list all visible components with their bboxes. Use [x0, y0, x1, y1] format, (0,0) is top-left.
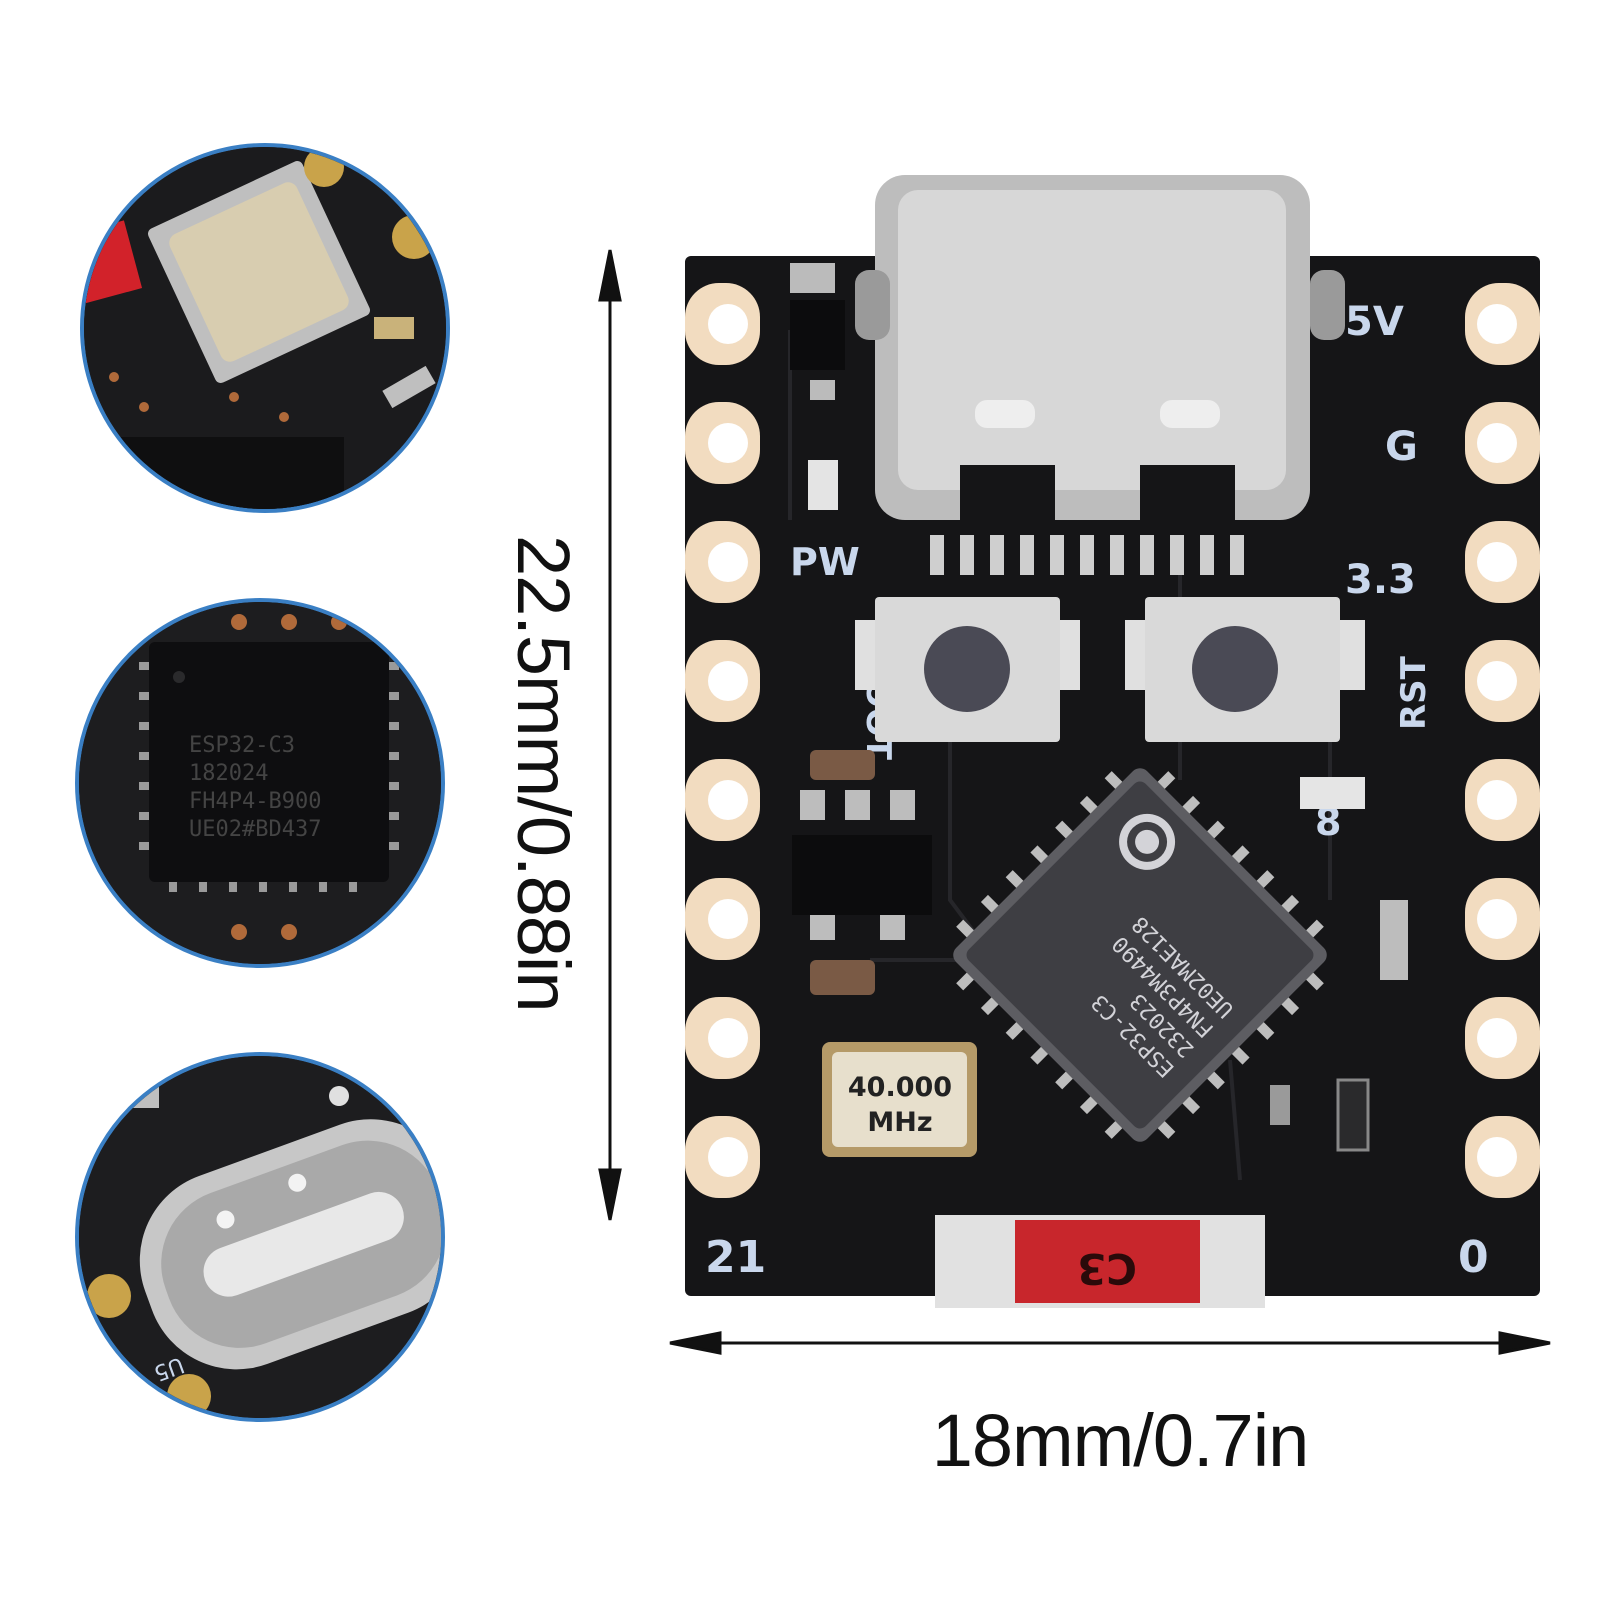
crystal-oscillator: 40.000 MHz [822, 1042, 977, 1157]
zoom-chip-line-2: 182024 [189, 761, 268, 786]
crystal-detail-illustration [84, 147, 446, 509]
zoom-chip-line-4: UE02#BD437 [189, 817, 321, 842]
zoom-chip-detail: ESP32-C3 182024 FH4P4-B900 UE02#BD437 [75, 598, 445, 968]
crystal-frequency: 40.000 [848, 1072, 952, 1103]
reset-button [1125, 597, 1365, 742]
espressif-logo-icon [1119, 813, 1176, 870]
chip-detail-illustration: ESP32-C3 182024 FH4P4-B900 UE02#BD437 [79, 602, 441, 964]
usb-detail-illustration: U5 [79, 1056, 441, 1418]
boot-button [855, 597, 1080, 742]
label-power-led: PW [790, 540, 860, 584]
zoom-chip-line-3: FH4P4-B900 [189, 789, 321, 814]
label-pin-0: 0 [1458, 1232, 1489, 1283]
label-pin-21: 21 [705, 1232, 766, 1283]
esp32-c3-chip: ESP32-C3 232023 FN4P3M4490 UE02MAE128 [953, 768, 1327, 1142]
label-3v3: 3.3 [1345, 557, 1416, 603]
left-header-pads [685, 283, 760, 1198]
label-ground: G [1385, 424, 1418, 470]
label-reset: RST [1394, 655, 1434, 730]
crystal-unit: MHz [867, 1107, 932, 1138]
antenna-label: C3 [1077, 1244, 1137, 1293]
zoom-crystal-detail [80, 143, 450, 513]
zoom-chip-line-1: ESP32-C3 [189, 733, 295, 758]
zoom-usb-detail: U5 [75, 1052, 445, 1422]
usb-c-connector [855, 175, 1345, 575]
right-header-pads [1465, 283, 1540, 1198]
width-dimension-label: 18mm/0.7in [931, 1399, 1310, 1482]
label-5v: 5V [1345, 299, 1404, 345]
ceramic-antenna: C3 [935, 1215, 1265, 1308]
